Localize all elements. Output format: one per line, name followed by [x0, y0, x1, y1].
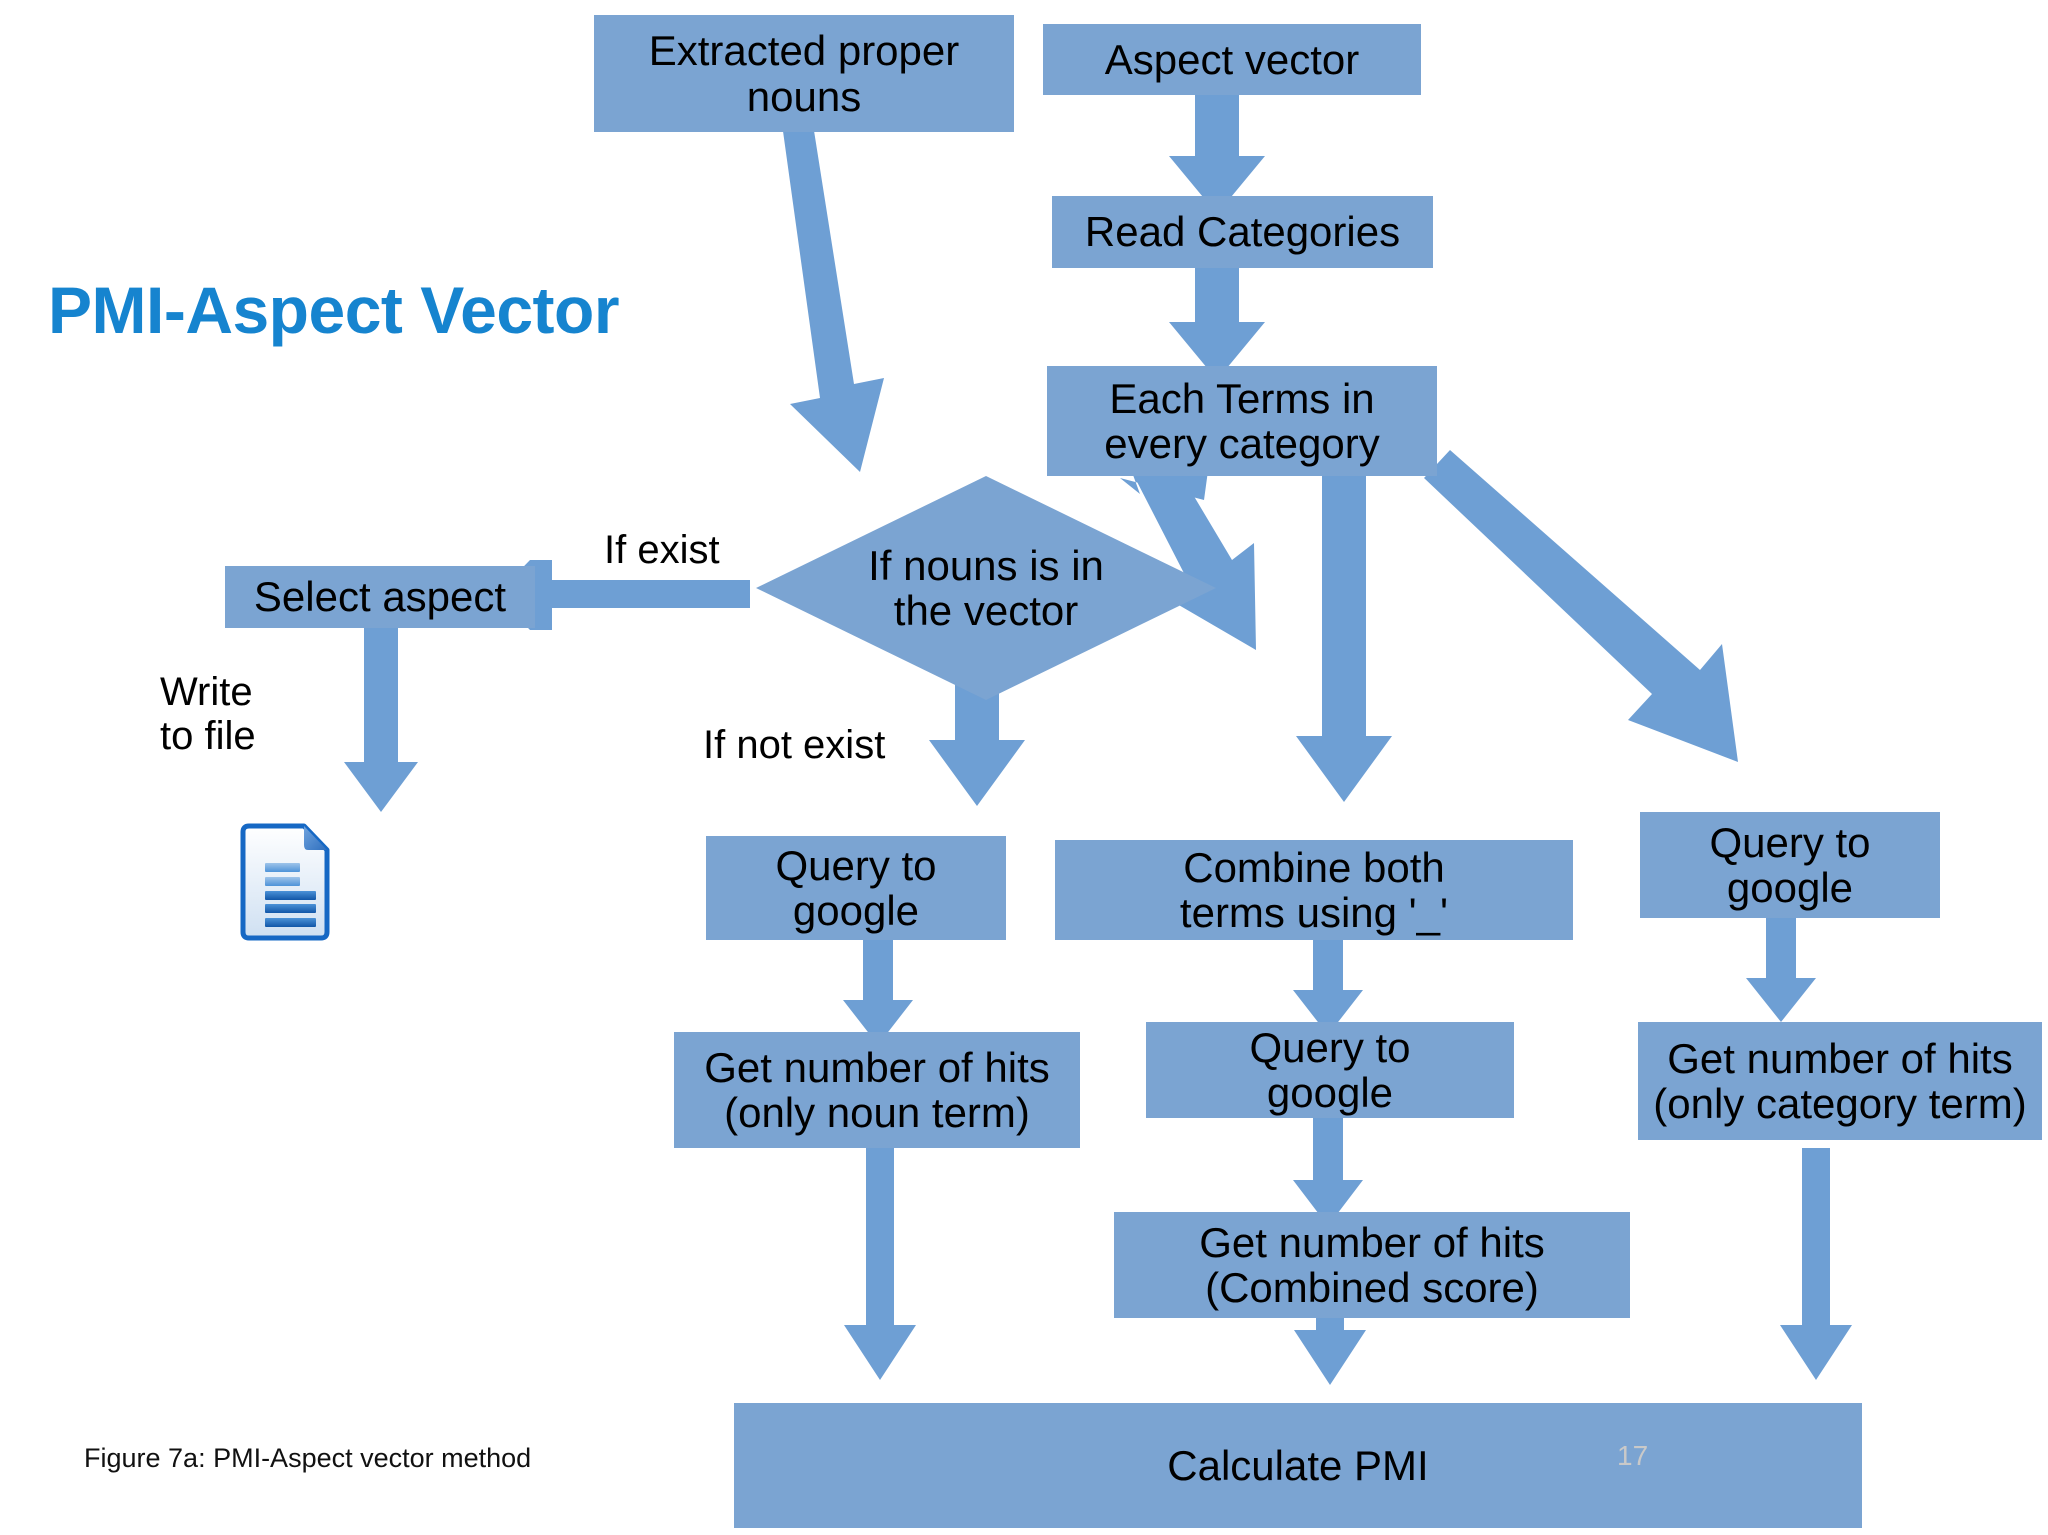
node-get-hits-category-term[interactable]: Get number of hits (only category term) — [1638, 1022, 2042, 1140]
document-icon — [240, 823, 330, 941]
node-label: Combine both terms using '_' — [1179, 843, 1449, 936]
arrow-hitsnoun-to-pmi — [844, 1148, 916, 1380]
arrow-select-to-doc — [344, 622, 418, 812]
node-label: Extracted proper nouns — [648, 27, 960, 120]
node-select-aspect[interactable]: Select aspect — [225, 566, 535, 628]
arrow-query-to-hitscombined — [1293, 1118, 1363, 1226]
arrow-nouns-to-decision — [782, 118, 884, 472]
node-get-hits-noun-term[interactable]: Get number of hits (only noun term) — [674, 1032, 1080, 1148]
node-label: Get number of hits (only noun term) — [704, 1043, 1050, 1136]
node-query-to-google-middle[interactable]: Query to google — [1146, 1022, 1514, 1118]
node-combine-both-terms[interactable]: Combine both terms using '_' — [1055, 840, 1573, 940]
node-extracted-proper-nouns[interactable]: Extracted proper nouns — [594, 15, 1014, 132]
node-label: Read Categories — [1084, 208, 1401, 256]
node-label: Query to google — [775, 841, 937, 934]
node-get-hits-combined-score[interactable]: Get number of hits (Combined score) — [1114, 1212, 1630, 1318]
arrow-hitscategory-to-pmi — [1780, 1148, 1852, 1380]
edge-label-if-exist: If exist — [604, 528, 720, 572]
arrow-combine-to-query — [1293, 940, 1363, 1035]
node-label: Select aspect — [253, 573, 507, 621]
node-label: Each Terms in every category — [1104, 374, 1380, 467]
node-calculate-pmi[interactable]: Calculate PMI — [734, 1403, 1862, 1528]
arrow-hitscombined-to-pmi — [1294, 1318, 1366, 1385]
arrow-queryleft-to-hitsnoun — [843, 938, 913, 1045]
arrow-queryright-to-hitscategory — [1746, 918, 1816, 1022]
node-each-terms-in-every-category[interactable]: Each Terms in every category — [1047, 366, 1437, 476]
node-label: Aspect vector — [1104, 35, 1360, 83]
node-decision-nouns-in-vector[interactable]: If nouns is in the vector — [756, 476, 1216, 700]
node-query-to-google-right[interactable]: Query to google — [1640, 812, 1940, 918]
figure-caption: Figure 7a: PMI-Aspect vector method — [84, 1443, 532, 1473]
node-label: Calculate PMI — [1167, 1441, 1429, 1489]
arrow-read-to-each — [1169, 268, 1265, 380]
node-read-categories[interactable]: Read Categories — [1052, 196, 1433, 268]
node-label: Query to google — [1249, 1023, 1411, 1116]
page-number: 17 — [1617, 1440, 1649, 1471]
edge-label-write-to-file: Write to file — [160, 670, 256, 758]
node-label: Query to google — [1709, 818, 1871, 911]
page-title: PMI-Aspect Vector — [48, 273, 620, 347]
edge-label-if-not-exist: If not exist — [703, 723, 886, 767]
arrow-each-to-query-right — [1424, 450, 1738, 762]
node-aspect-vector[interactable]: Aspect vector — [1043, 24, 1421, 95]
node-label: If nouns is in the vector — [868, 541, 1104, 634]
node-query-to-google-left[interactable]: Query to google — [706, 836, 1006, 940]
node-label: Get number of hits (Combined score) — [1199, 1218, 1545, 1311]
node-label: Get number of hits (only category term) — [1653, 1034, 2027, 1127]
